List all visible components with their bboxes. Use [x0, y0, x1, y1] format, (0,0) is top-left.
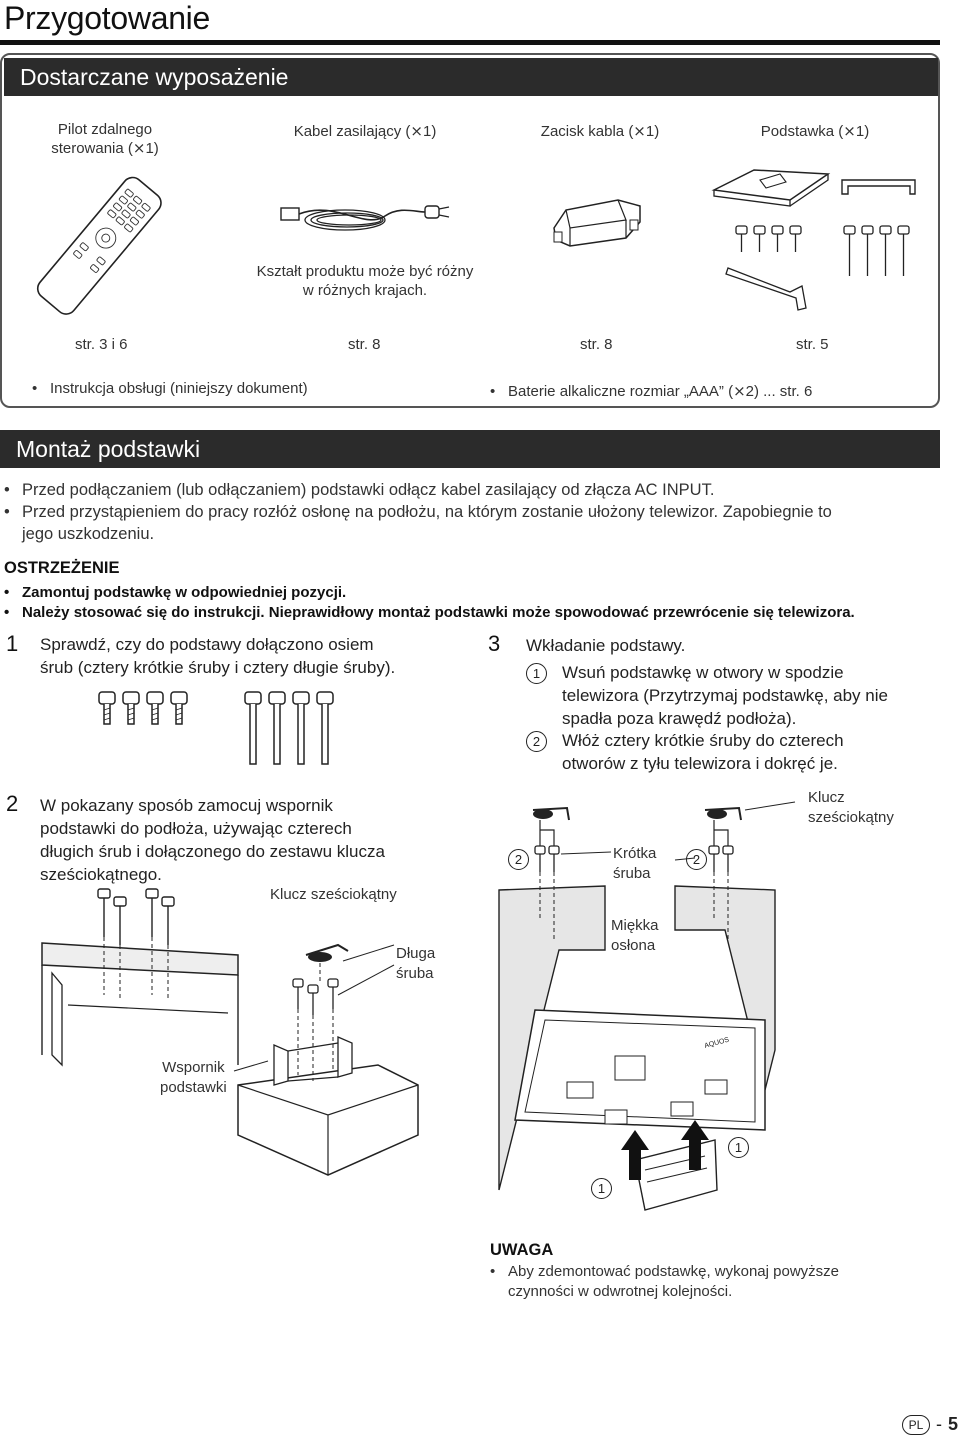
step-2-text: W pokazany sposób zamocuj wspornik podst…	[40, 796, 385, 884]
soft-cover-label: Miękka osłona	[611, 917, 659, 954]
supplied-heading: Dostarczane wyposażenie	[4, 58, 938, 96]
step-3a-text: Wsuń podstawkę w otwory w spodzie telewi…	[562, 663, 888, 728]
hex-key-label: Klucz sześciokątny	[270, 886, 397, 903]
key-label: Klucz sześciokątny	[808, 789, 894, 826]
step-3a-badge: 1	[526, 663, 547, 684]
callout-2-left: 2	[508, 849, 529, 870]
mount-bullet-2-cont: jego uszkodzeniu.	[22, 525, 155, 543]
warning-line-1: •Zamontuj podstawkę w odpowiedniej pozyc…	[4, 584, 347, 601]
remote-control-illustration	[36, 176, 162, 315]
step-3b-badge: 2	[526, 731, 547, 752]
page-footer: PL - 5	[902, 1414, 958, 1435]
footer-dash: -	[936, 1414, 942, 1434]
long-screw-label: Długa śruba	[396, 945, 436, 982]
page-title: Przygotowanie	[4, 0, 210, 36]
cable-note: Kształt produktu może być różny w różnyc…	[256, 263, 474, 299]
warning-line-2: •Należy stosować się do instrukcji. Niep…	[4, 604, 855, 621]
language-badge: PL	[902, 1414, 930, 1435]
step-2-illustration	[41, 888, 419, 1176]
title-rule	[0, 40, 940, 45]
step-1-text: Sprawdź, czy do podstawy dołączono osiem…	[40, 635, 396, 677]
batteries-bullet: •Baterie alkaliczne rozmiar „AAA” (⨯2) .…	[490, 383, 813, 400]
page-number: 5	[948, 1414, 959, 1434]
supplied-accessories-box	[0, 53, 940, 408]
clamp-caption: Zacisk kabla (⨯1)	[540, 123, 660, 140]
step-3-number: 3	[488, 631, 501, 656]
callout-2-right: 2	[686, 849, 707, 870]
mount-bullet-1: •Przed podłączaniem (lub odłączaniem) po…	[4, 481, 715, 499]
remote-caption: Pilot zdalnego sterowania (⨯1)	[51, 121, 159, 157]
mount-bullet-2: •Przed przystąpieniem do pracy rozłóż os…	[4, 503, 832, 521]
short-screw-label: Krótka śruba	[613, 845, 657, 882]
stand-ref: str. 5	[796, 336, 829, 353]
power-cable-illustration	[280, 205, 450, 231]
remote-ref: str. 3 i 6	[75, 336, 128, 353]
stand-parts-illustration	[711, 169, 916, 311]
mount-heading: Montaż podstawki	[0, 430, 940, 468]
callout-1-right: 1	[728, 1137, 749, 1158]
step-3-illustration: AQUOS	[498, 801, 796, 1211]
cable-clamp-illustration	[553, 199, 641, 247]
cable-ref: str. 8	[348, 336, 381, 353]
step-3-title: Wkładanie podstawy.	[526, 636, 686, 655]
callout-1-left: 1	[591, 1178, 612, 1199]
step-3b-text: Włóż cztery krótkie śruby do czterech ot…	[562, 731, 844, 773]
note-text: •Aby zdemontować podstawkę, wykonaj powy…	[490, 1263, 839, 1300]
eight-screws-illustration	[98, 691, 334, 765]
note-title: UWAGA	[490, 1241, 554, 1259]
cable-caption: Kabel zasilający (⨯1)	[293, 123, 437, 140]
clamp-ref: str. 8	[580, 336, 613, 353]
stand-caption: Podstawka (⨯1)	[760, 123, 870, 140]
warning-title: OSTRZEŻENIE	[4, 559, 120, 577]
step-1-number: 1	[6, 631, 19, 656]
bracket-label: Wspornik podstawki	[160, 1059, 227, 1096]
step-2-number: 2	[6, 791, 19, 816]
manual-bullet: •Instrukcja obsługi (niniejszy dokument)	[32, 380, 308, 397]
